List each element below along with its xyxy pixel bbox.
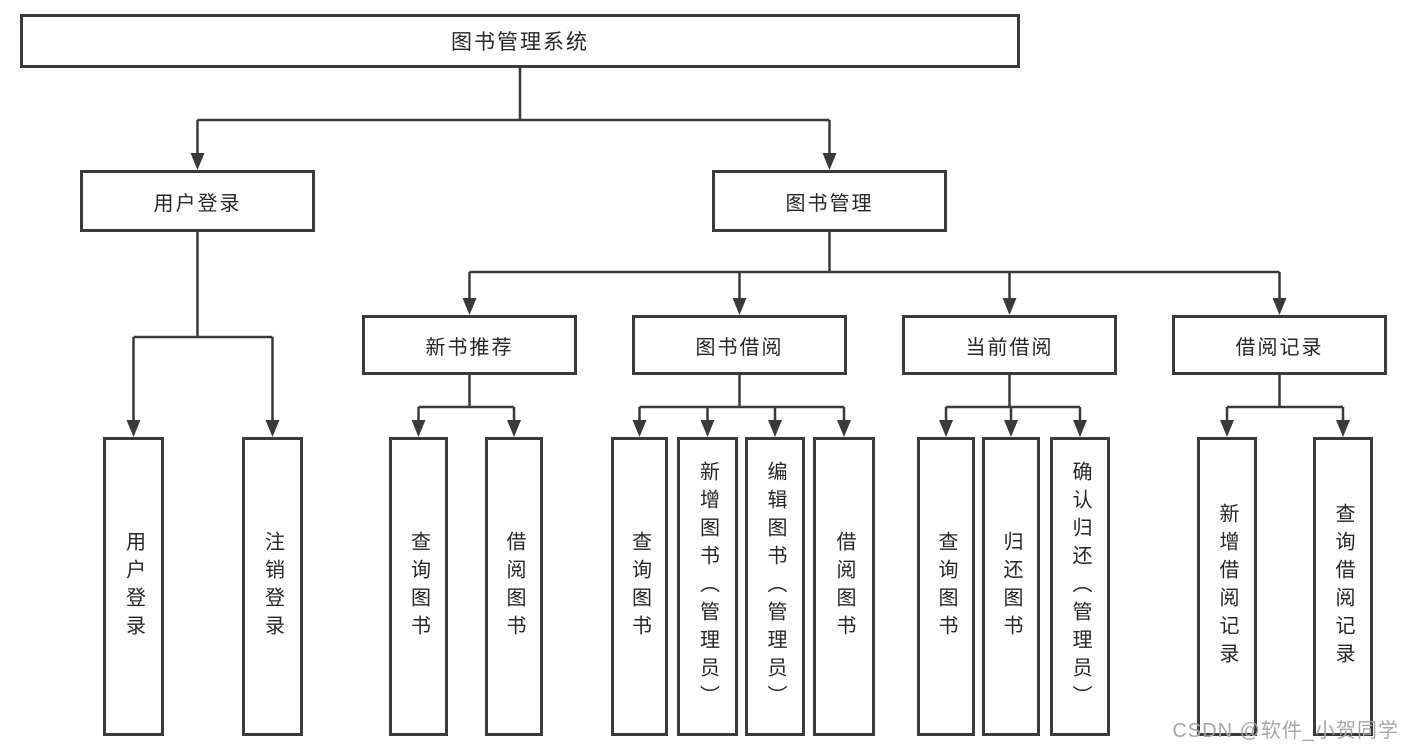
- arrowhead: [1272, 298, 1287, 315]
- node-book-mgmt: 图书管理: [712, 170, 947, 232]
- node-book-borrow: 图书借阅: [632, 315, 847, 375]
- connector-root: [196, 68, 831, 158]
- arrowhead: [126, 420, 141, 437]
- leaf-bookborrow-query: 查询图书: [611, 437, 668, 736]
- node-user-login: 用户登录: [80, 170, 315, 232]
- arrowhead: [462, 298, 477, 315]
- leaf-newbook-query-label: 查询图书: [407, 530, 430, 643]
- node-root: 图书管理系统: [20, 14, 1020, 68]
- leaf-user-login: 用户登录: [103, 437, 164, 736]
- arrowhead: [1073, 420, 1087, 437]
- leaf-records-add-label: 新增借阅记录: [1216, 502, 1238, 671]
- arrowhead: [1336, 420, 1350, 437]
- connector-book-borrow: [638, 375, 846, 425]
- arrowhead: [939, 420, 953, 437]
- connector-user-login: [132, 232, 274, 425]
- leaf-bookborrow-edit-label: 编辑图书（管理员）: [764, 460, 786, 713]
- arrowhead: [1002, 298, 1017, 315]
- connector-borrow-records: [1225, 375, 1345, 425]
- leaf-current-query-label: 查询图书: [935, 530, 957, 643]
- leaf-bookborrow-add: 新增图书（管理员）: [677, 437, 738, 736]
- leaf-current-query: 查询图书: [917, 437, 975, 736]
- csdn-watermark: CSDN @软件_小贺同学: [1172, 720, 1399, 742]
- arrowhead: [507, 420, 521, 437]
- leaf-records-add: 新增借阅记录: [1197, 437, 1257, 736]
- leaf-newbook-borrow-label: 借阅图书: [503, 530, 525, 643]
- leaf-bookborrow-borrow-label: 借阅图书: [833, 530, 855, 643]
- arrowhead: [837, 420, 851, 437]
- node-borrow-records-label: 借阅记录: [1235, 336, 1324, 359]
- arrowhead: [700, 420, 715, 437]
- node-current-borrow: 当前借阅: [902, 315, 1117, 375]
- arrowhead: [1220, 420, 1234, 437]
- connector-current-borrow: [944, 375, 1082, 425]
- node-new-book-rec-label: 新书推荐: [425, 336, 514, 359]
- arrowhead: [1004, 420, 1018, 437]
- leaf-bookborrow-query-label: 查询图书: [628, 530, 651, 643]
- leaf-bookborrow-edit: 编辑图书（管理员）: [745, 437, 805, 736]
- arrowhead: [190, 153, 205, 170]
- arrowhead: [265, 420, 280, 437]
- leaf-records-query: 查询借阅记录: [1313, 437, 1373, 736]
- leaf-current-return-label: 归还图书: [1000, 530, 1022, 643]
- leaf-newbook-borrow: 借阅图书: [485, 437, 543, 736]
- arrowhead: [732, 298, 747, 315]
- arrowhead: [632, 420, 647, 437]
- leaf-current-confirm-label: 确认归还（管理员）: [1069, 460, 1091, 713]
- node-borrow-records: 借阅记录: [1172, 315, 1387, 375]
- node-user-login-label: 用户登录: [153, 192, 242, 215]
- leaf-current-return: 归还图书: [982, 437, 1040, 736]
- leaf-user-login-label: 用户登录: [122, 530, 145, 643]
- node-root-label: 图书管理系统: [451, 31, 589, 54]
- connector-book-mgmt: [468, 232, 1281, 303]
- arrowhead: [768, 420, 782, 437]
- leaf-bookborrow-borrow: 借阅图书: [813, 437, 875, 736]
- node-new-book-rec: 新书推荐: [362, 315, 577, 375]
- leaf-logout-label: 注销登录: [261, 530, 284, 643]
- leaf-logout: 注销登录: [242, 437, 303, 736]
- leaf-newbook-query: 查询图书: [389, 437, 448, 736]
- node-book-borrow-label: 图书借阅: [695, 336, 784, 359]
- leaf-current-confirm: 确认归还（管理员）: [1050, 437, 1110, 736]
- node-book-mgmt-label: 图书管理: [785, 192, 874, 215]
- node-current-borrow-label: 当前借阅: [965, 336, 1054, 359]
- arrowhead: [822, 153, 837, 170]
- leaf-bookborrow-add-label: 新增图书（管理员）: [696, 460, 719, 713]
- arrowhead: [411, 420, 426, 437]
- leaf-records-query-label: 查询借阅记录: [1332, 502, 1354, 671]
- connector-new-book-rec: [417, 375, 516, 425]
